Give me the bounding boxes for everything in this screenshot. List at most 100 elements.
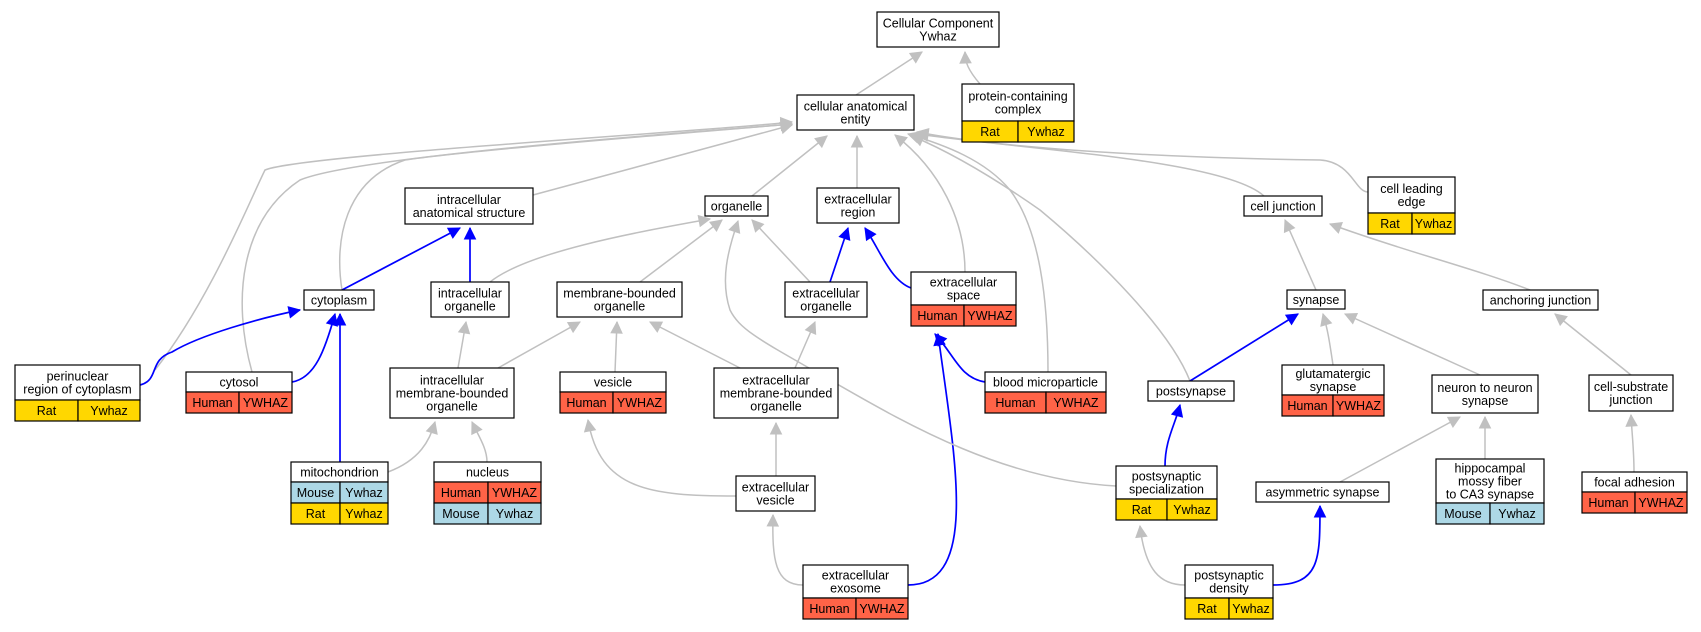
- arrowhead-psd-to-asymsyn: [1313, 504, 1327, 518]
- node-label-line: asymmetric synapse: [1266, 486, 1380, 500]
- node-synapse[interactable]: synapse: [1286, 289, 1346, 310]
- arrowhead-ecves-to-vesicle: [583, 418, 597, 433]
- edge-psd-to-asymsyn: [1272, 505, 1321, 586]
- edge-psd-to-psspec: [1139, 525, 1186, 586]
- node-label-line: specialization: [1129, 483, 1204, 497]
- edges-layer: [139, 50, 1638, 586]
- edge-perinuc-to-cytoplasm: [139, 309, 301, 386]
- species-label: Rat: [306, 507, 326, 521]
- node-label-box: [1482, 289, 1599, 311]
- arrowhead-ecregion-to-cae: [850, 134, 864, 148]
- species-label: Rat: [1197, 602, 1217, 616]
- node-label-box: [796, 94, 915, 131]
- arrowhead-psspec-to-organelle: [728, 219, 741, 234]
- edge-cytosol-to-cytoplasm: [291, 313, 336, 383]
- arrowhead-perinuc-to-cae: [779, 116, 794, 130]
- arrowhead-embo-to-mbo: [649, 321, 664, 333]
- species-label: Human: [192, 396, 232, 410]
- gene-symbol: Ywhaz: [345, 507, 383, 521]
- node-label-box: [1115, 465, 1218, 500]
- gene-cell: [1166, 498, 1218, 521]
- edge-ecspace-to-cae: [894, 134, 966, 273]
- arrowhead-pcc-to-root: [959, 50, 972, 64]
- node-label-line: organelle: [444, 300, 495, 314]
- node-label-box: [910, 271, 1017, 306]
- edge-postsyn-to-synapse: [1189, 313, 1299, 382]
- gene-symbol: YWHAZ: [1336, 399, 1382, 413]
- node-organelle[interactable]: organelle: [704, 195, 769, 217]
- arrowhead-psd-to-psspec: [1135, 524, 1148, 539]
- node-label-line: cell junction: [1250, 200, 1315, 214]
- species-label: Mouse: [1444, 507, 1482, 521]
- node-postsyn[interactable]: postsynapse: [1147, 380, 1235, 402]
- gene-symbol: YWHAZ: [967, 309, 1013, 323]
- edge-ecexo-to-ecves: [772, 514, 804, 586]
- edge-synapse-to-celljunction: [1284, 219, 1317, 291]
- arrowhead-ecexo-to-ecspace: [933, 332, 946, 347]
- node-label-line: extracellular: [742, 374, 809, 388]
- arrowhead-csj-to-anchjunc: [1554, 313, 1568, 327]
- arrowhead-asymsyn-to-n2n: [1446, 416, 1461, 429]
- species-label: Rat: [1132, 503, 1152, 517]
- node-celljunction[interactable]: cell junction: [1243, 195, 1323, 217]
- node-label-line: space: [947, 289, 980, 303]
- node-asymsyn[interactable]: asymmetric synapse: [1255, 481, 1390, 503]
- gene-cell: [77, 399, 141, 422]
- node-label-line: hippocampal: [1455, 462, 1526, 476]
- gene-symbol: YWHAZ: [243, 396, 289, 410]
- arrowhead-intorg-to-organelle: [697, 214, 712, 228]
- node-anchjunc[interactable]: anchoring junction: [1482, 289, 1599, 311]
- edge-n2n-to-synapse: [1344, 313, 1481, 376]
- node-label-line: Ywhaz: [919, 30, 957, 44]
- node-label-line: complex: [995, 103, 1042, 117]
- arrowhead-intorg-to-ias: [463, 226, 477, 240]
- node-label-line: intracellular: [438, 287, 502, 301]
- gene-symbol: YWHAZ: [859, 602, 905, 616]
- gene-cell: [1489, 502, 1545, 525]
- node-cytoplasm[interactable]: cytoplasm: [303, 289, 375, 311]
- node-label-line: edge: [1398, 195, 1426, 209]
- arrowhead-cytosol-to-cytoplasm: [325, 312, 338, 327]
- edge-imbo-to-mbo: [497, 321, 581, 369]
- gene-cell: [1228, 597, 1274, 620]
- node-label-line: focal adhesion: [1594, 476, 1675, 490]
- arrowhead-ecspace-to-cae: [894, 134, 908, 148]
- node-label-box: [1243, 195, 1323, 217]
- gene-symbol: Ywhaz: [345, 486, 383, 500]
- gene-cell: [1411, 212, 1456, 235]
- node-label-line: vesicle: [594, 376, 632, 390]
- node-label-line: organelle: [594, 300, 645, 314]
- arrowhead-cytoplasm-to-ias: [446, 227, 461, 239]
- species-label: Rat: [980, 125, 1000, 139]
- arrowhead-ecorg-to-ecregion: [838, 226, 851, 241]
- arrowhead-imbo-to-intorg: [457, 320, 471, 335]
- arrowhead-psspec-to-postsyn: [1170, 403, 1184, 418]
